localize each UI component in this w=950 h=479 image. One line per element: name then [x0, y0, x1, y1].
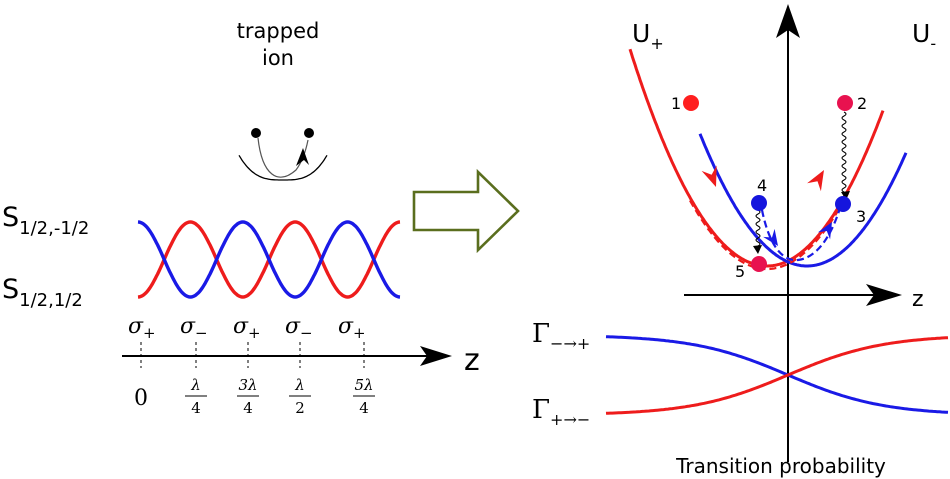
tick-label-numerator: 5λ [354, 376, 373, 394]
photon-arrowhead-2 [753, 245, 762, 254]
polarization-label: σ− [180, 314, 208, 342]
cycle-point-label-3: 3 [856, 207, 866, 226]
z-axis-right-label: z [912, 287, 924, 312]
transition-curve-plus-to-minus [605, 336, 949, 415]
cycle-path-red-dashed [689, 192, 849, 271]
trapped-label: trapped [237, 19, 320, 43]
z-axis-right-arrowhead [866, 284, 902, 306]
wave-upper-state [137, 220, 401, 299]
state-upper-label: S1/2,-1/2 [2, 202, 89, 239]
tick-label-numerator: λ [190, 376, 201, 394]
ion-label: ion [262, 46, 294, 70]
photon-transition-4-5 [755, 209, 761, 247]
polarization-label: σ+ [338, 314, 366, 342]
cycle-point-label-4: 4 [757, 176, 767, 195]
potential-panel: z U+ U- 1 2 3 4 5 Γ−→+ Γ+→− Transition proba… [532, 4, 949, 478]
z-axis-left-label: z [464, 343, 480, 378]
ion-trajectory [257, 137, 309, 178]
tick-label-numerator: λ [294, 376, 305, 394]
trapped-ion-panel: trapped ion [237, 19, 328, 181]
tick-label-denominator: 4 [359, 399, 369, 417]
z-axis-ticks: 0 λ 4 3λ 4 λ 2 5λ 4 [134, 342, 375, 417]
u-plus-label: U+ [632, 19, 664, 53]
polarization-label: σ+ [233, 314, 261, 342]
spin-state-labels: S1/2,-1/2 S1/2,1/2 [2, 202, 89, 311]
polarization-label: σ− [285, 314, 313, 342]
blue-ascent-arrow [817, 222, 832, 240]
photon-arrowhead-1 [841, 191, 850, 200]
cycle-point-4 [751, 195, 767, 211]
transition-probability-caption: Transition probability [675, 454, 886, 478]
tick-label-denominator: 2 [295, 399, 305, 417]
polarization-labels: σ+ σ− σ+ σ− σ+ [128, 314, 366, 342]
potential-u-minus [698, 133, 908, 268]
cycle-point-1 [683, 95, 699, 111]
polarization-label: σ+ [128, 314, 156, 342]
z-axis-left: z 0 λ 4 3λ 4 λ 2 5λ 4 [122, 342, 480, 417]
transform-arrow [412, 168, 520, 254]
ion-position-left [251, 128, 261, 138]
blue-descent-arrow [763, 228, 778, 246]
transition-curve-minus-to-plus [605, 335, 949, 414]
gamma-plus-minus-label: Γ+→− [532, 395, 590, 429]
energy-axis-arrowhead [776, 4, 800, 38]
cycle-point-label-5: 5 [735, 262, 745, 281]
state-lower-label: S1/2,1/2 [2, 274, 83, 311]
cycle-point-5 [751, 256, 767, 272]
tick-label-denominator: 4 [243, 399, 253, 417]
cycle-points: 1 2 3 4 5 [671, 94, 867, 281]
cycle-point-2 [837, 95, 853, 111]
ion-position-right [304, 128, 314, 138]
ion-trap-well [238, 154, 328, 181]
gamma-minus-plus-label: Γ−→+ [532, 319, 590, 353]
u-minus-label: U- [912, 19, 936, 53]
photon-transition-2-3 [841, 111, 847, 193]
tick-label-denominator: 4 [191, 399, 201, 417]
cycle-point-label-2: 2 [857, 94, 867, 113]
tick-label: 0 [134, 386, 148, 411]
cycle-point-3 [835, 196, 851, 212]
cycle-point-label-1: 1 [671, 94, 681, 113]
tick-label-numerator: 3λ [238, 376, 257, 394]
red-ascent-arrow [807, 170, 824, 192]
ion-motion-arrow [296, 148, 309, 166]
standing-wave [137, 220, 401, 299]
red-descent-arrow [701, 165, 717, 187]
z-axis-left-arrowhead [420, 346, 452, 366]
